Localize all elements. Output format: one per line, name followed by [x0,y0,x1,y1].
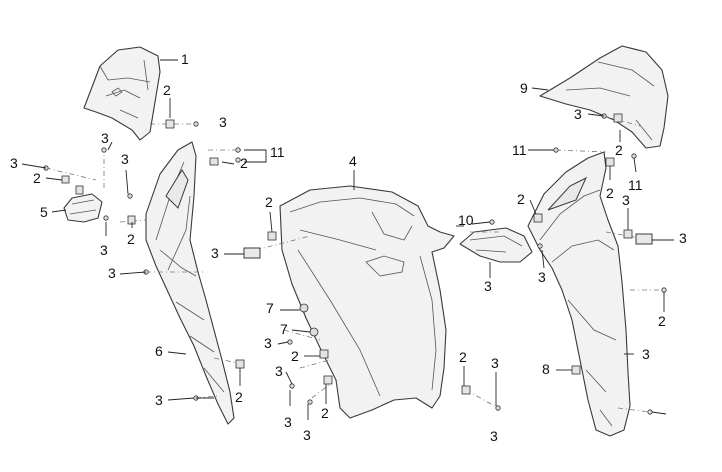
callout-3: 3 [490,428,498,444]
screw-3 [647,409,653,415]
callout-2: 2 [459,349,467,365]
callout-3: 3 [101,130,109,146]
hardware [43,113,667,415]
callout-3: 3 [100,242,108,258]
callout-3: 3 [10,155,18,171]
callout-5: 5 [40,204,48,220]
screw-3 [489,219,495,225]
callout-3: 3 [491,355,499,371]
bolt-11 [235,157,241,163]
callout-11: 11 [270,144,285,160]
callout-3: 3 [303,427,311,443]
bolt-11 [631,153,637,159]
clip-2 [635,233,653,245]
bolt-11 [235,147,241,153]
callout-3: 3 [121,151,129,167]
callout-8: 3 [642,346,650,362]
clip-2 [571,365,581,375]
callout-7: 7 [266,300,274,316]
callout-3: 3 [219,114,227,130]
callout-labels: 1 2 3 3 2 3 5 3 2 3 11 2 3 6 2 3 4 2 3 7… [10,51,687,444]
screw-3 [495,405,501,411]
part-1-upper-cover [83,46,161,141]
clip-2 [235,359,245,369]
part-10-small-piece [459,227,533,263]
clip-2 [127,215,136,225]
callout-3: 3 [108,265,116,281]
callout-2: 2 [606,185,614,201]
clip-2 [323,375,333,385]
callout-10: 3 [484,278,492,294]
callout-2: 2 [235,389,243,405]
callout-2: 2 [240,155,248,171]
callout-2: 2 [517,191,525,207]
callout-3: 3 [275,363,283,379]
callout-7: 7 [280,321,288,337]
screw-3 [661,287,667,293]
clip-2 [165,119,175,129]
clip-2 [267,231,277,241]
callout-3: 3 [264,335,272,351]
bolt-11 [553,147,559,153]
part-9-upper-cover [539,45,669,149]
callout-2: 2 [291,348,299,364]
callout-3: 3 [538,269,546,285]
callout-2: 2 [33,170,41,186]
callout-2: 3 [622,192,630,208]
callout-11: 11 [512,142,527,158]
callout-3: 3 [574,106,582,122]
clip-2 [319,349,329,359]
clip-2 [209,157,219,166]
callout-3: 10 [458,212,474,228]
nut-7 [309,327,319,337]
callout-2: 2 [615,142,623,158]
screw-3 [101,147,107,153]
callout-3: 3 [284,414,292,430]
callout-3: 2 [658,313,666,329]
screw-3 [287,339,293,345]
screw-3 [289,383,295,389]
clip-2 [623,229,633,239]
screw-3 [307,399,313,405]
screw-3 [537,243,543,249]
callout-2: 8 [542,361,550,377]
callout-9: 9 [520,80,528,96]
callout-2: 2 [265,194,273,210]
part-8-right-side-panel [527,151,631,437]
part-5-bracket [63,185,103,223]
clip-2 [243,247,261,259]
leader-lines [21,59,674,420]
clip-2 [533,213,543,223]
nut-7 [299,303,309,313]
part-4-centre-panel [279,185,455,419]
clip-2 [461,385,471,395]
callout-3: 3 [679,230,687,246]
callout-3: 3 [155,392,163,408]
callout-2: 2 [321,405,329,421]
callout-11: 11 [628,177,643,193]
callout-1: 1 [181,51,189,67]
screw-3 [127,193,133,199]
callout-2: 2 [163,82,171,98]
screw-3 [193,121,199,127]
clip-2 [605,157,615,167]
callout-4: 4 [349,153,357,169]
clip-2 [61,175,70,184]
callout-6: 6 [155,343,163,359]
callout-2: 2 [127,231,135,247]
clip-2 [613,113,623,123]
part-6-left-side-panel [145,141,235,425]
screw-3 [103,215,109,221]
callout-3: 3 [211,245,219,261]
